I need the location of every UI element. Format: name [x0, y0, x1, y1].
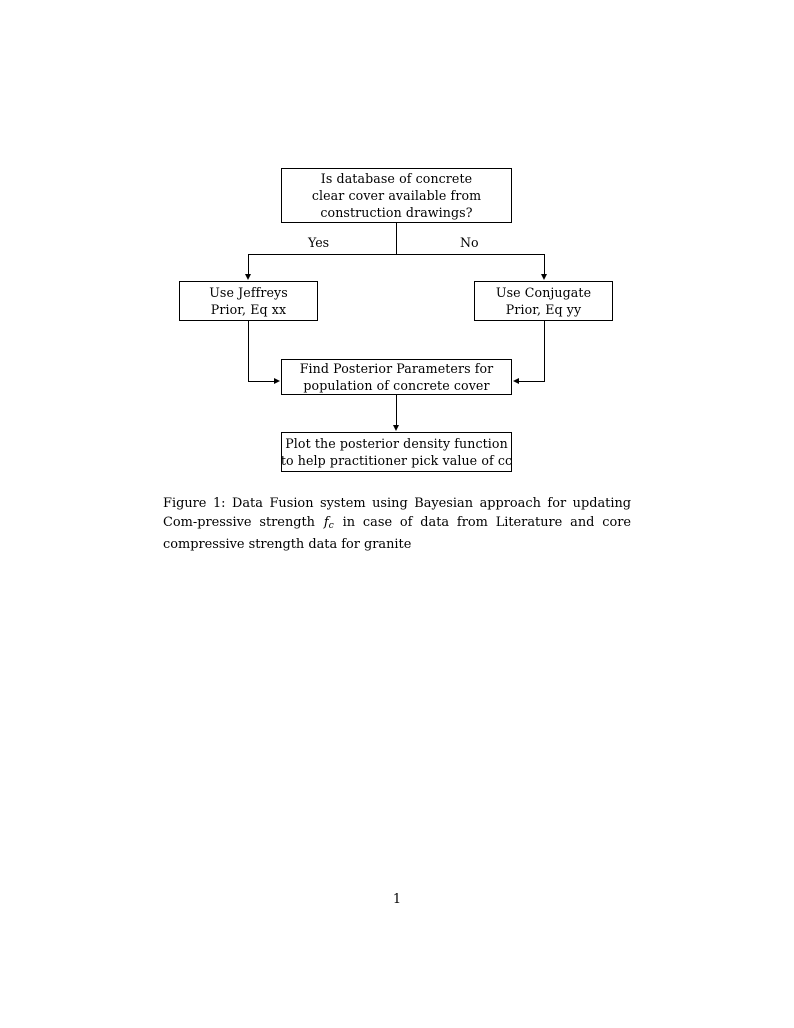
node-jeffreys-line-2: Prior, Eq xx — [210, 302, 287, 317]
figure-caption-label: Figure 1: — [163, 496, 226, 511]
connector-decision-stem — [396, 223, 397, 255]
math-subscript-c: c — [328, 520, 334, 532]
node-conjugate-line-1: Use Conjugate — [495, 285, 592, 300]
node-decision-line-3: construction drawings? — [320, 205, 473, 220]
node-plot-line-1: Plot the posterior density function — [285, 436, 508, 451]
flowchart-node-jeffreys-prior[interactable]: Use Jeffreys Prior, Eq xx — [179, 281, 318, 321]
figure-caption-text-before-math: Data Fusion system using Bayesian approa… — [163, 496, 631, 531]
math-symbol-f: f — [323, 515, 329, 531]
connector-no-drop — [544, 254, 545, 275]
figure-caption-math-fc: fc — [323, 515, 335, 532]
node-posterior-line-1: Find Posterior Parameters for — [299, 361, 494, 376]
figure-caption-text-after-math: in case of data from Literature and core… — [163, 515, 632, 553]
arrowhead-no-to-conjugate — [541, 274, 547, 280]
arrowhead-jeffreys-to-posterior — [274, 378, 280, 384]
arrowhead-yes-to-jeffreys — [245, 274, 251, 280]
node-plot-line-2: to help practitioner pick value of cc — [280, 453, 513, 468]
node-posterior-line-2: population of concrete cover — [303, 378, 490, 393]
flowchart-node-find-posterior-parameters[interactable]: Find Posterior Parameters for population… — [281, 359, 512, 395]
node-jeffreys-line-1: Use Jeffreys — [209, 285, 288, 300]
flowchart-node-decision[interactable]: Is database of concrete clear cover avai… — [281, 168, 512, 223]
connector-conjugate-down — [544, 321, 545, 382]
flowchart-figure: Is database of concrete clear cover avai… — [0, 0, 794, 490]
connector-split-bar — [248, 254, 545, 255]
arrowhead-conjugate-to-posterior — [513, 378, 519, 384]
figure-caption: Figure 1: Data Fusion system using Bayes… — [163, 494, 631, 555]
flowchart-node-conjugate-prior[interactable]: Use Conjugate Prior, Eq yy — [474, 281, 613, 321]
connector-posterior-to-plot — [396, 395, 397, 426]
page-number: 1 — [392, 892, 402, 907]
connector-jeffreys-across — [248, 381, 274, 382]
node-conjugate-line-2: Prior, Eq yy — [505, 302, 582, 317]
edge-label-yes: Yes — [305, 236, 333, 250]
flowchart-node-plot-posterior-density[interactable]: Plot the posterior density function to h… — [281, 432, 512, 472]
connector-yes-drop — [248, 254, 249, 275]
arrowhead-posterior-to-plot — [393, 425, 399, 431]
edge-label-no: No — [457, 236, 482, 250]
node-decision-line-1: Is database of concrete — [320, 171, 473, 186]
connector-conjugate-across — [519, 381, 545, 382]
node-decision-line-2: clear cover available from — [311, 188, 482, 203]
connector-jeffreys-down — [248, 321, 249, 382]
